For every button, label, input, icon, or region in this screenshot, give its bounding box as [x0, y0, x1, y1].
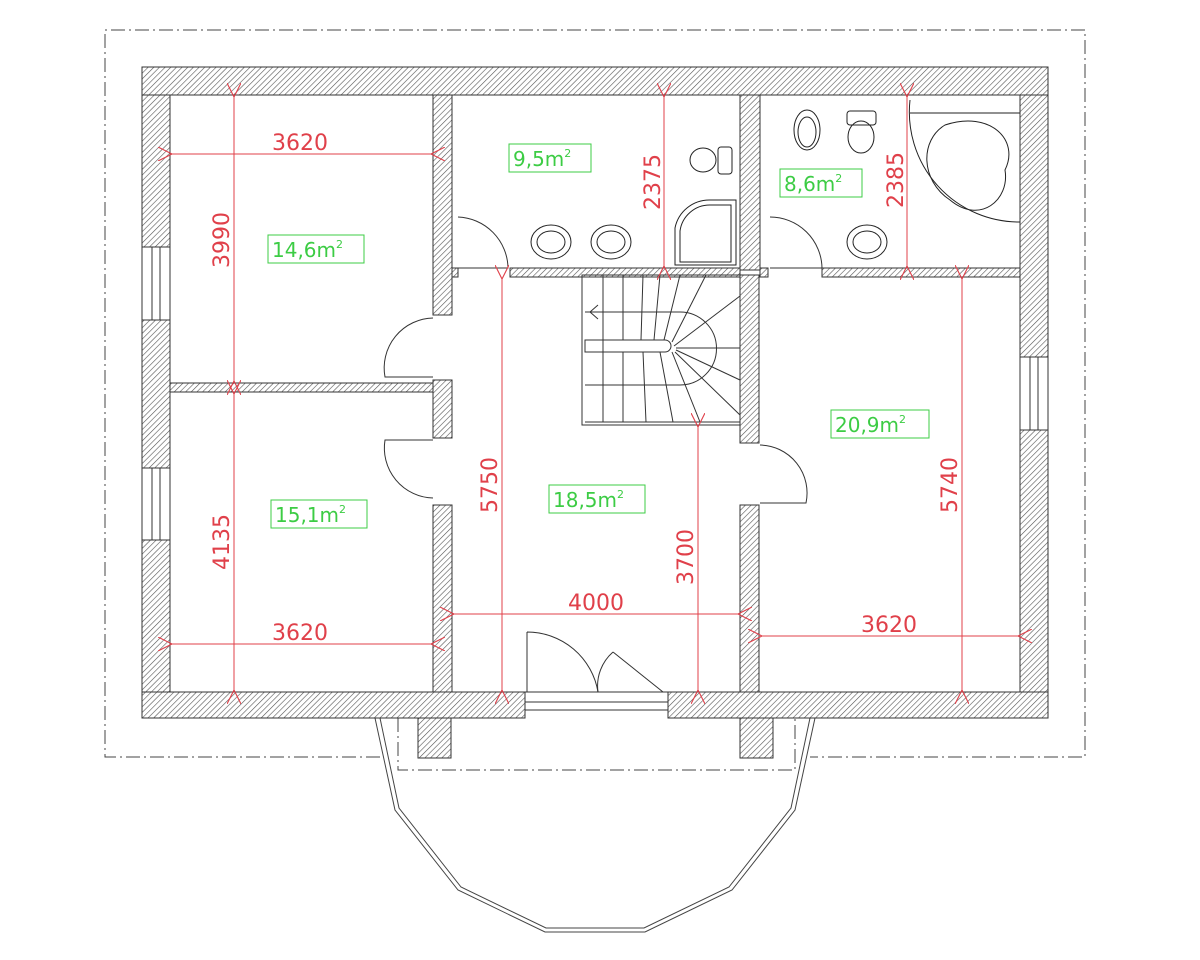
bay-balcony [374, 717, 816, 933]
dim-bath2-height: 2385 [884, 152, 909, 208]
sink-icon [530, 224, 572, 260]
toilet-icon [689, 147, 717, 173]
dim-bath1-height: 2375 [641, 154, 666, 210]
windows [141, 246, 1049, 711]
dim-bedroom1-height: 3990 [210, 212, 235, 268]
area-bedroom1: 14,6m2 [272, 238, 343, 262]
dim-bedroom3-width: 3620 [861, 613, 917, 638]
doors [383, 216, 823, 693]
dim-bedroom1-width: 3620 [272, 131, 328, 156]
dimension-labels: 3620 3990 2375 2385 4135 3620 5750 4000 … [210, 131, 963, 646]
area-hall: 18,5m2 [553, 488, 624, 512]
dim-bedroom3-height: 5740 [938, 457, 963, 513]
bathtub-icon [908, 99, 1021, 223]
area-bath2: 8,6m2 [784, 172, 842, 196]
walls [141, 66, 1049, 759]
area-bedroom3: 20,9m2 [835, 413, 906, 437]
dim-bedroom2-width: 3620 [272, 621, 328, 646]
staircase [581, 274, 741, 426]
toilet-icon [846, 110, 877, 126]
sink-icon [846, 224, 888, 260]
area-texts: 14,6m2 9,5m2 8,6m2 15,1m2 18,5m2 20,9m2 [272, 147, 906, 527]
area-bedroom2: 15,1m2 [275, 503, 346, 527]
dim-bedroom2-height: 4135 [210, 514, 235, 570]
bidet-icon [793, 109, 821, 151]
roof-outline-dashed [104, 29, 1086, 771]
area-bath1: 9,5m2 [513, 147, 571, 171]
dim-hall-width: 4000 [568, 591, 624, 616]
shower-icon [674, 199, 737, 266]
bathroom-fixtures-1 [530, 146, 737, 266]
sink-icon [590, 224, 632, 260]
dimension-lines [172, 97, 1018, 690]
dim-hall-height: 5750 [478, 457, 503, 513]
dim-hall-height-2: 3700 [674, 529, 699, 585]
area-labels [267, 143, 930, 529]
